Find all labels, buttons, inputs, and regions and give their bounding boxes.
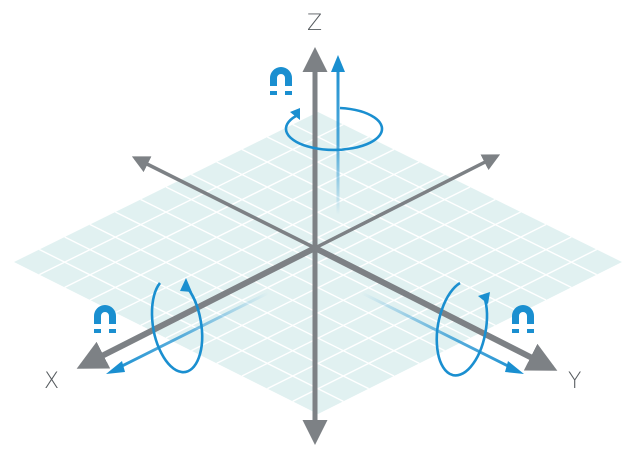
z-axis-label: Z — [307, 11, 322, 36]
magnet-icon — [94, 305, 116, 333]
z-field-arrowhead — [331, 55, 345, 72]
magnets — [94, 67, 534, 333]
y-axis-back — [314, 154, 501, 250]
x-rotation-icon — [150, 278, 204, 374]
rotation-loops — [150, 106, 490, 377]
x-field-arrowhead — [106, 361, 125, 374]
x-axis-back — [131, 156, 316, 250]
grid-line — [292, 248, 597, 402]
magnet-icon — [270, 67, 292, 95]
y-axis-label: Y — [568, 369, 581, 394]
x-axis-label: X — [44, 369, 59, 394]
y-field-arrowhead — [505, 361, 524, 374]
z-rotation-icon — [284, 106, 384, 152]
y-axis — [313, 245, 558, 371]
grid-plane — [14, 112, 622, 414]
magnet-icon — [512, 305, 534, 333]
y-rotation-icon — [435, 281, 490, 377]
x-field-arrow — [115, 290, 271, 371]
